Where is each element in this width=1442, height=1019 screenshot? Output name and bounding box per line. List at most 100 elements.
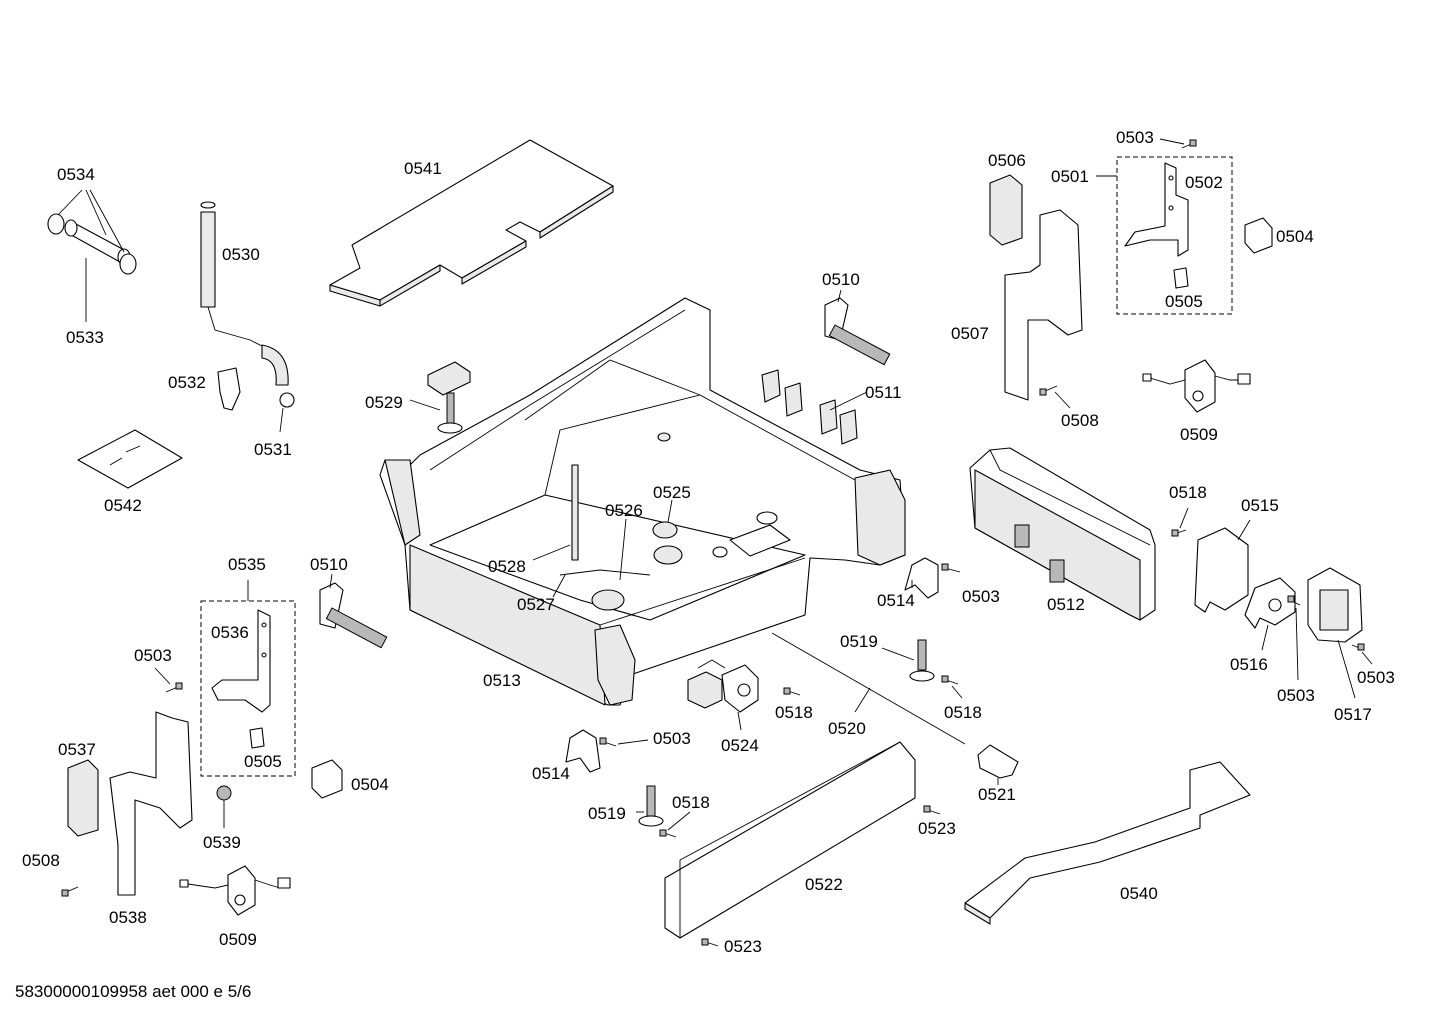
part-0524-valve bbox=[687, 659, 759, 713]
part-0517-cover bbox=[1307, 567, 1363, 643]
leader-0527 bbox=[552, 574, 566, 598]
label-0515: 0515 bbox=[1241, 496, 1279, 515]
label-0533: 0533 bbox=[66, 328, 104, 347]
part-0529-foot bbox=[427, 361, 471, 434]
label-0506: 0506 bbox=[988, 151, 1026, 170]
part-0503-screw-a bbox=[165, 682, 183, 693]
label-0541: 0541 bbox=[404, 159, 442, 178]
label-0503-top: 0503 bbox=[1116, 128, 1154, 147]
leader-0529 bbox=[409, 399, 441, 411]
label-0503-d: 0503 bbox=[1357, 668, 1395, 687]
part-0512-control-module bbox=[969, 447, 1156, 621]
part-0508-screw-upper bbox=[1039, 385, 1058, 396]
label-0508-lower: 0508 bbox=[22, 851, 60, 870]
part-0538-bracket bbox=[109, 711, 193, 896]
label-0527: 0527 bbox=[517, 595, 555, 614]
leader-0503-e bbox=[617, 739, 649, 745]
label-0532: 0532 bbox=[168, 373, 206, 392]
label-0530: 0530 bbox=[222, 245, 260, 264]
part-0523-screw-b bbox=[701, 938, 719, 947]
leader-0534-b bbox=[85, 189, 107, 236]
part-0503-screw-c bbox=[1287, 595, 1301, 606]
part-0532-clip bbox=[217, 367, 241, 411]
label-0513: 0513 bbox=[483, 671, 521, 690]
leader-0510-lower bbox=[329, 573, 333, 589]
document-footer-id: 58300000109958 aet 000 e 5/6 bbox=[15, 982, 251, 1001]
label-0529: 0529 bbox=[365, 393, 403, 412]
label-0514-right: 0514 bbox=[877, 591, 915, 610]
leader-0524 bbox=[737, 711, 742, 731]
part-0508-screw-lower bbox=[61, 886, 79, 897]
label-0542: 0542 bbox=[104, 496, 142, 515]
label-0518-b: 0518 bbox=[775, 703, 813, 722]
label-0503-a: 0503 bbox=[134, 646, 172, 665]
label-0535: 0535 bbox=[228, 555, 266, 574]
label-0516: 0516 bbox=[1230, 655, 1268, 674]
label-0523-b: 0523 bbox=[724, 937, 762, 956]
part-labels: 0534 0533 0530 0532 0531 0542 0541 0529 … bbox=[22, 128, 1395, 956]
label-0525: 0525 bbox=[653, 483, 691, 502]
label-0503-c: 0503 bbox=[1277, 686, 1315, 705]
label-0520: 0520 bbox=[828, 719, 866, 738]
label-0522: 0522 bbox=[805, 875, 843, 894]
part-0533-hose-piece bbox=[47, 213, 137, 275]
label-0538: 0538 bbox=[109, 908, 147, 927]
label-0502: 0502 bbox=[1185, 173, 1223, 192]
label-0503-b: 0503 bbox=[962, 587, 1000, 606]
part-0521-knob bbox=[977, 744, 1019, 779]
label-0508-upper: 0508 bbox=[1061, 411, 1099, 430]
leader-0517 bbox=[1337, 639, 1356, 699]
part-0503-screw-b bbox=[941, 563, 961, 573]
leader-0526 bbox=[619, 518, 627, 581]
part-0503-screw-e bbox=[599, 737, 617, 747]
part-0522-front-panel bbox=[664, 741, 916, 939]
part-0504-cap-lower bbox=[311, 759, 343, 799]
leader-0518-a bbox=[1179, 507, 1189, 529]
label-0510-upper: 0510 bbox=[822, 270, 860, 289]
label-0523-a: 0523 bbox=[918, 819, 956, 838]
leader-0510-upper bbox=[837, 289, 842, 303]
part-0507-bracket bbox=[1004, 209, 1083, 401]
part-0518-screw-d bbox=[659, 829, 677, 838]
part-0523-screw-a bbox=[923, 805, 941, 815]
part-0509-sensor-upper bbox=[1142, 359, 1251, 413]
label-0509-lower: 0509 bbox=[219, 930, 257, 949]
leader-0508-upper bbox=[1054, 391, 1071, 409]
group-0501-frame bbox=[1116, 156, 1233, 315]
label-0531: 0531 bbox=[254, 440, 292, 459]
part-0518-screw-b bbox=[783, 687, 801, 696]
label-0507: 0507 bbox=[951, 324, 989, 343]
leader-0503-a bbox=[154, 667, 171, 685]
part-0505-clip-upper bbox=[1173, 267, 1189, 289]
label-0514-lower: 0514 bbox=[532, 764, 570, 783]
part-0519-foot-lower bbox=[638, 785, 664, 827]
leader-0534-c bbox=[89, 189, 125, 253]
label-0521: 0521 bbox=[978, 785, 1016, 804]
label-0518-a: 0518 bbox=[1169, 483, 1207, 502]
label-0501: 0501 bbox=[1051, 167, 1089, 186]
part-0536-bracket bbox=[211, 609, 271, 713]
label-0512: 0512 bbox=[1047, 595, 1085, 614]
label-0519-lower: 0519 bbox=[588, 804, 626, 823]
label-0540: 0540 bbox=[1120, 884, 1158, 903]
label-0536: 0536 bbox=[211, 623, 249, 642]
label-0518-d: 0518 bbox=[672, 793, 710, 812]
label-0517: 0517 bbox=[1334, 705, 1372, 724]
label-0503-e: 0503 bbox=[653, 729, 691, 748]
label-0519-upper: 0519 bbox=[840, 632, 878, 651]
leader-0503-d bbox=[1361, 651, 1373, 665]
label-0505-upper: 0505 bbox=[1165, 292, 1203, 311]
part-0518-screw-c bbox=[941, 675, 959, 685]
leader-0534-a bbox=[57, 189, 83, 216]
label-0504-upper: 0504 bbox=[1276, 227, 1314, 246]
label-0510-lower: 0510 bbox=[310, 555, 348, 574]
part-0541-cover-plate bbox=[329, 139, 614, 307]
leader-0515 bbox=[1237, 519, 1251, 541]
group-0535-frame bbox=[200, 600, 296, 777]
part-0502-bracket bbox=[1124, 162, 1189, 257]
label-0504-lower: 0504 bbox=[351, 775, 389, 794]
label-0534: 0534 bbox=[57, 165, 95, 184]
leader-0503-top bbox=[1159, 138, 1185, 145]
